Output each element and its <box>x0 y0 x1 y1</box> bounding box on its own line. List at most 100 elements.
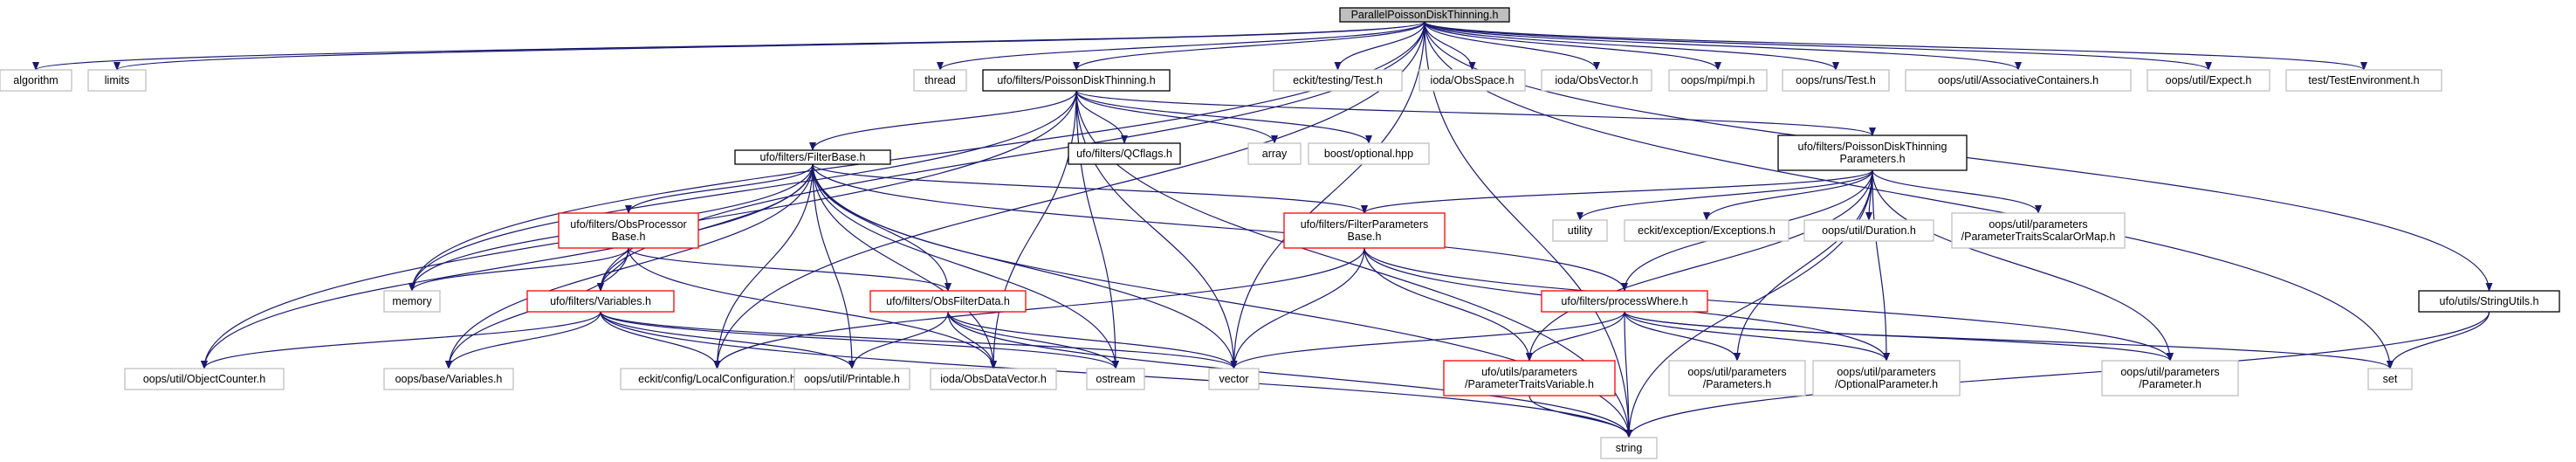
node-box <box>620 368 814 390</box>
node-label: array <box>1262 148 1288 160</box>
node-label: ufo/utils/StringUtils.h <box>2440 295 2539 307</box>
node-label: eckit/config/LocalConfiguration.h <box>638 373 796 385</box>
edge-pdt_params-to-ptv <box>1526 169 1873 362</box>
node-label: oops/util/parameters <box>1989 218 2087 231</box>
node-set[interactable]: set <box>2367 368 2413 390</box>
node-stringutils[interactable]: ufo/utils/StringUtils.h <box>2418 290 2560 313</box>
node-oops_duration[interactable]: oops/util/Duration.h <box>1803 219 1934 242</box>
edge-filterbase-to-processwhere <box>812 163 1628 292</box>
node-array[interactable]: array <box>1247 142 1302 165</box>
node-box <box>383 368 514 390</box>
node-label: ufo/filters/ObsFilterData.h <box>886 295 1010 307</box>
node-ioda_obsspace[interactable]: ioda/ObsSpace.h <box>1419 69 1526 92</box>
node-oops_expect[interactable]: oops/util/Expect.h <box>2147 69 2270 92</box>
node-box <box>124 368 285 390</box>
node-utility[interactable]: utility <box>1552 219 1608 242</box>
node-thread[interactable]: thread <box>913 69 967 92</box>
edge-root-to-oops_runs_test <box>1424 21 1839 71</box>
node-oops_param[interactable]: oops/util/parameters/Parameter.h <box>2101 360 2239 396</box>
node-processwhere[interactable]: ufo/filters/processWhere.h <box>1541 290 1708 313</box>
node-filterbase[interactable]: ufo/filters/FilterBase.h <box>734 149 891 165</box>
node-label: test/TestEnvironment.h <box>2308 74 2419 86</box>
edge-filterparams-to-vector <box>1230 247 1365 369</box>
node-box <box>734 149 891 165</box>
node-label: vector <box>1219 373 1248 385</box>
edge-pdt-to-ostream <box>1075 90 1119 369</box>
edge-filterbase-to-printable <box>812 163 855 369</box>
node-vector[interactable]: vector <box>1208 368 1260 390</box>
node-label: ufo/filters/processWhere.h <box>1561 295 1687 307</box>
node-label: limits <box>105 74 129 86</box>
edge-ptv-to-string <box>1528 395 1632 438</box>
node-printable[interactable]: oops/util/Printable.h <box>793 368 910 390</box>
node-label: ParallelPoissonDiskThinning.h <box>1351 9 1499 21</box>
edge-obsfilterdata-to-printable <box>848 311 949 369</box>
node-oops_mpi[interactable]: oops/mpi/mpi.h <box>1668 69 1768 92</box>
node-box <box>1273 69 1403 92</box>
node-pdt[interactable]: ufo/filters/PoissonDiskThinning.h <box>982 69 1171 92</box>
nodes-layer: ParallelPoissonDiskThinning.h algorithm li… <box>0 7 2560 459</box>
node-label: ioda/ObsVector.h <box>1555 74 1638 86</box>
node-oops_ptsom[interactable]: oops/util/parameters/ParameterTraitsScal… <box>1951 212 2126 249</box>
node-box <box>1086 368 1145 390</box>
edge-pdt_params-to-oops_params <box>1734 169 1873 362</box>
node-oops_optparam[interactable]: oops/util/parameters/OptionalParameter.h <box>1812 360 1961 396</box>
node-label: oops/util/AssociativeContainers.h <box>1938 74 2099 86</box>
node-ekt_test[interactable]: eckit/testing/Test.h <box>1273 69 1403 92</box>
node-ostream[interactable]: ostream <box>1086 368 1145 390</box>
node-ioda_obsvector[interactable]: ioda/ObsVector.h <box>1541 69 1652 92</box>
node-pdt_params[interactable]: ufo/filters/PoissonDiskThinningParameter… <box>1777 134 1968 171</box>
node-box <box>1068 142 1181 165</box>
node-obsfilterdata[interactable]: ufo/filters/ObsFilterData.h <box>869 290 1027 313</box>
edge-processwhere-to-vector <box>1230 311 1625 369</box>
node-oops_runs_test[interactable]: oops/runs/Test.h <box>1782 69 1890 92</box>
node-label: oops/runs/Test.h <box>1796 74 1876 86</box>
node-ekt_exc[interactable]: eckit/exception/Exceptions.h <box>1624 219 1789 242</box>
node-label: oops/util/parameters <box>2120 366 2219 378</box>
node-box <box>1905 69 2132 92</box>
edge-root-to-limits <box>113 21 1425 71</box>
node-oops_params[interactable]: oops/util/parameters/Parameters.h <box>1668 360 1806 396</box>
edge-pdt-to-pdt_params <box>1075 90 1876 136</box>
node-box <box>1552 219 1608 242</box>
node-oops_base_vars[interactable]: oops/base/Variables.h <box>383 368 514 390</box>
node-ptv[interactable]: ufo/utils/parameters/ParameterTraitsVari… <box>1443 360 1616 396</box>
node-memory[interactable]: memory <box>383 290 441 313</box>
node-label: oops/util/parameters <box>1687 366 1786 378</box>
node-limits[interactable]: limits <box>87 69 147 92</box>
node-qcflags[interactable]: ufo/filters/QCflags.h <box>1068 142 1181 165</box>
node-ioda_datavec[interactable]: ioda/ObsDataVector.h <box>930 368 1057 390</box>
node-box <box>2367 368 2413 390</box>
node-box <box>1339 7 1510 23</box>
node-string[interactable]: string <box>1600 437 1658 459</box>
node-test_env[interactable]: test/TestEnvironment.h <box>2285 69 2442 92</box>
edge-pdt_params-to-oops_optparam <box>1872 169 1890 362</box>
node-box <box>1208 368 1260 390</box>
edge-variables-to-ostream <box>600 311 1119 369</box>
node-box <box>982 69 1171 92</box>
node-label: oops/util/Printable.h <box>804 373 900 385</box>
node-label: ufo/filters/PoissonDiskThinning.h <box>997 74 1155 86</box>
edge-processwhere-to-string <box>1624 311 1632 438</box>
node-label: string <box>1616 442 1643 454</box>
node-variables[interactable]: ufo/filters/Variables.h <box>526 290 675 313</box>
edge-stringutils-to-string <box>1625 311 2490 438</box>
node-box <box>1624 219 1789 242</box>
node-root[interactable]: ParallelPoissonDiskThinning.h <box>1339 7 1510 23</box>
node-objcounter[interactable]: oops/util/ObjectCounter.h <box>124 368 285 390</box>
node-box <box>1283 212 1446 249</box>
node-ekt_localconf[interactable]: eckit/config/LocalConfiguration.h <box>620 368 814 390</box>
node-oops_assoc[interactable]: oops/util/AssociativeContainers.h <box>1905 69 2132 92</box>
edge-root-to-oops_expect <box>1424 21 2212 71</box>
edge-pdt_params-to-oops_param <box>1872 169 2174 362</box>
node-box <box>1247 142 1302 165</box>
node-boost_opt[interactable]: boost/optional.hpp <box>1308 142 1430 165</box>
edge-filterbase-to-ostream <box>812 163 1119 369</box>
node-box <box>869 290 1027 313</box>
edge-pdt_params-to-oops_ptsom <box>1872 169 2042 214</box>
node-algorithm[interactable]: algorithm <box>0 69 72 92</box>
edge-filterbase-to-obsfilterdata <box>812 163 951 292</box>
edge-root-to-oops_mpi <box>1424 21 1721 71</box>
